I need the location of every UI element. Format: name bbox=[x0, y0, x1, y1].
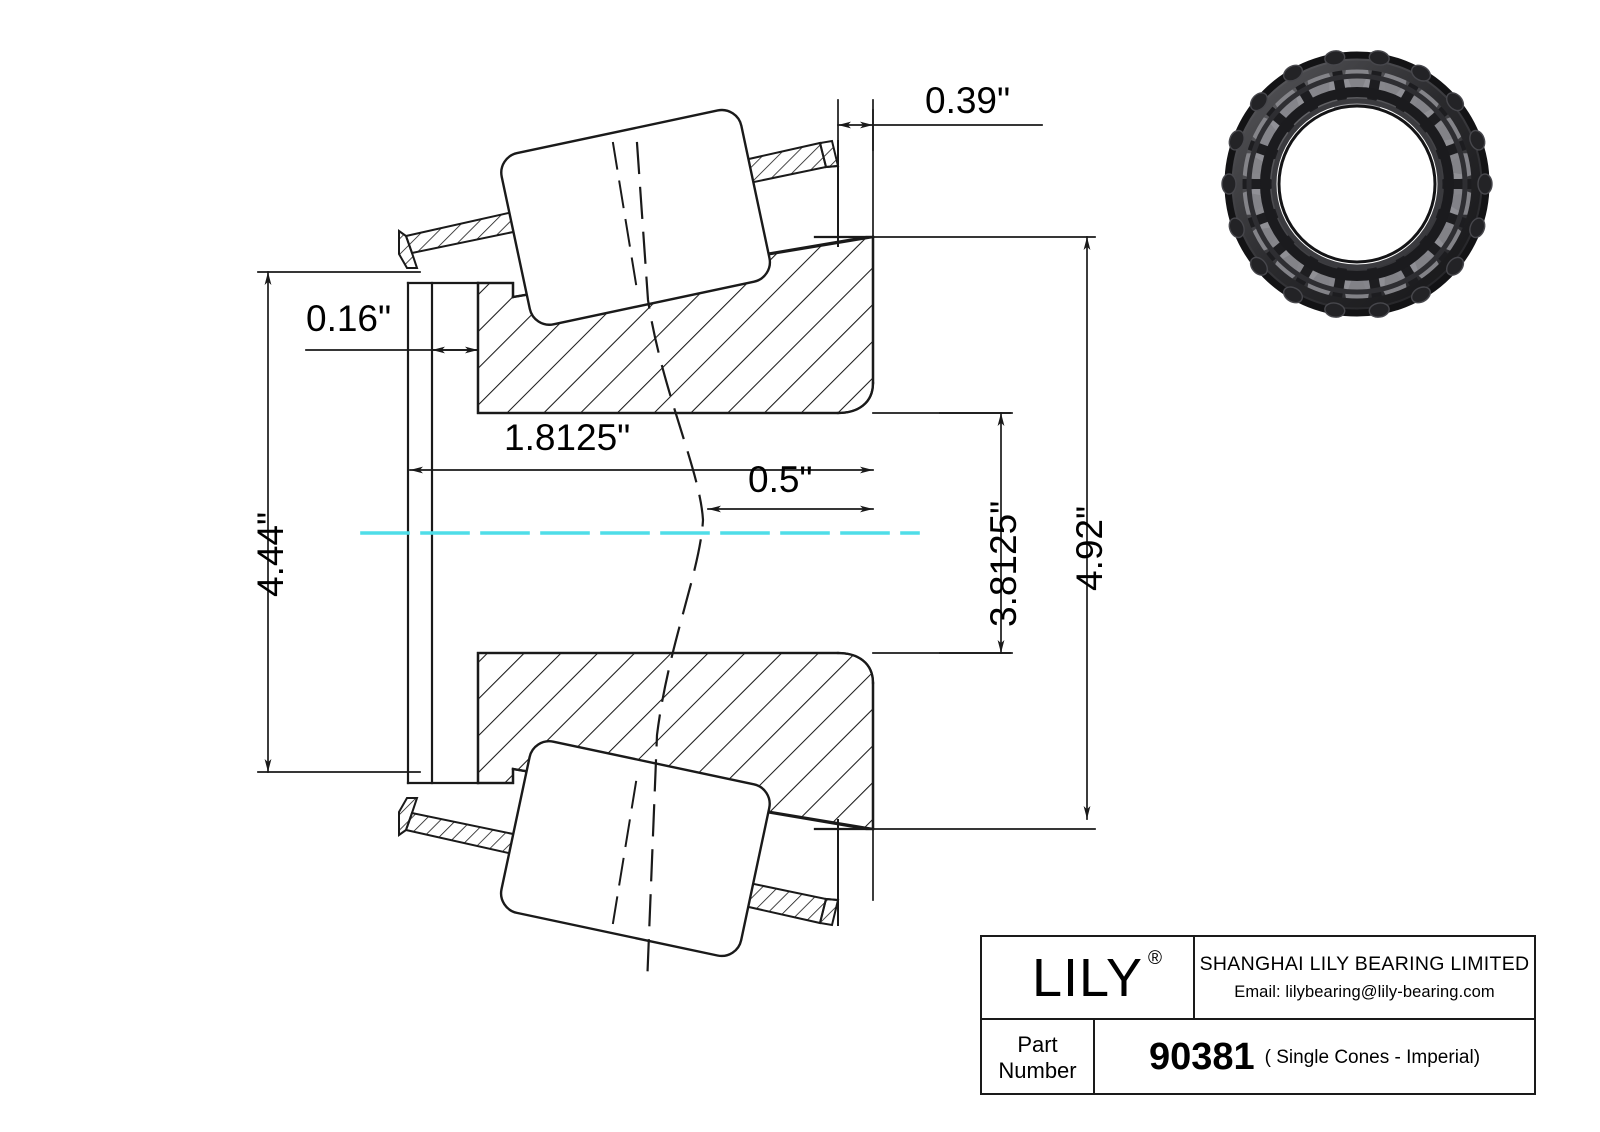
company-logo: LILY ® bbox=[982, 937, 1195, 1018]
part-number: 90381 bbox=[1148, 1036, 1255, 1078]
dim-label-0-16: 0.16" bbox=[306, 298, 392, 339]
bearing-3d-render bbox=[1214, 44, 1500, 324]
dim-label-4-44: 4.44" bbox=[250, 511, 291, 597]
title-block-bottom-row: Part Number 90381 ( Single Cones - Imper… bbox=[982, 1020, 1534, 1095]
dim-4-44 bbox=[257, 271, 421, 773]
roller-upper bbox=[500, 108, 772, 326]
title-block: LILY ® SHANGHAI LILY BEARING LIMITED Ema… bbox=[980, 935, 1536, 1095]
part-number-label: Part Number bbox=[982, 1020, 1095, 1095]
company-info: SHANGHAI LILY BEARING LIMITED Email: lil… bbox=[1195, 937, 1534, 1018]
title-block-top-row: LILY ® SHANGHAI LILY BEARING LIMITED Ema… bbox=[982, 937, 1534, 1020]
roller-lower bbox=[499, 740, 771, 958]
company-email: Email: lilybearing@lily-bearing.com bbox=[1234, 983, 1495, 1001]
logo-text: LILY bbox=[1031, 947, 1144, 1008]
dim-label-0-5: 0.5" bbox=[748, 459, 813, 500]
company-name: SHANGHAI LILY BEARING LIMITED bbox=[1199, 953, 1530, 975]
dim-0-39 bbox=[837, 99, 1043, 151]
part-number-value: 90381 ( Single Cones - Imperial) bbox=[1095, 1020, 1534, 1095]
dim-3-8125 bbox=[939, 412, 1013, 654]
part-type: ( Single Cones - Imperial) bbox=[1264, 1046, 1481, 1068]
registered-trademark-icon: ® bbox=[1148, 947, 1163, 969]
dim-label-1-8125: 1.8125" bbox=[504, 417, 631, 458]
part-label-line2: Number bbox=[998, 1057, 1077, 1083]
dim-label-0-39: 0.39" bbox=[925, 80, 1011, 121]
dim-label-4-92: 4.92" bbox=[1069, 505, 1110, 591]
dim-label-3-8125: 3.8125" bbox=[983, 500, 1024, 627]
bearing-render-svg bbox=[1221, 50, 1493, 318]
part-label-line1: Part bbox=[1017, 1032, 1058, 1058]
